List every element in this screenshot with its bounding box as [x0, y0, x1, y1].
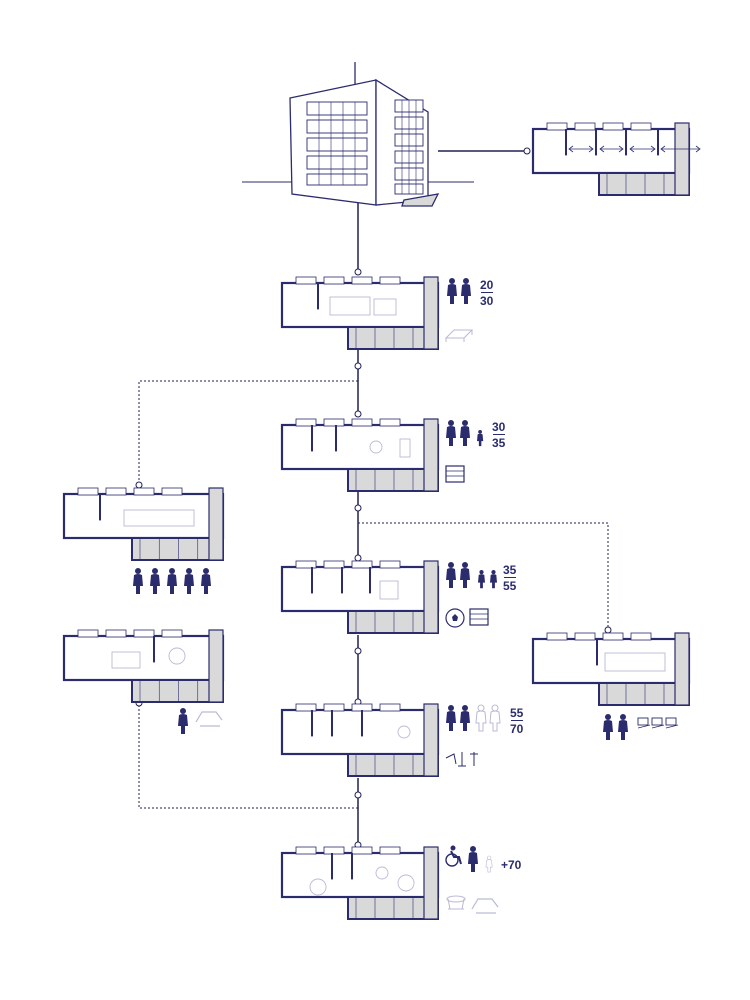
age-to: 35 [492, 436, 506, 450]
age-to: 55 [503, 579, 517, 593]
crib-icon [445, 465, 465, 483]
child-icon [478, 570, 485, 589]
age-from: 20 [480, 278, 494, 292]
age-value: +70 [501, 858, 522, 872]
couple-icon [447, 278, 457, 304]
lounge-chair-icon [195, 711, 223, 727]
age-label-stage3: 35 55 [503, 564, 516, 592]
drawer-icon [469, 608, 489, 626]
child-icon [490, 570, 497, 589]
bed-icon [444, 329, 474, 342]
football-icon [445, 608, 465, 628]
two-people-icon [603, 714, 613, 740]
elder-icon [475, 704, 487, 732]
elder-icon [485, 855, 493, 873]
stool-icon [446, 895, 466, 910]
plan-office [531, 632, 691, 706]
wheelchair-icon [445, 845, 462, 867]
age-label-stage2: 30 35 [492, 421, 505, 449]
couple-with-child-icon [460, 420, 470, 446]
two-people-icon [618, 714, 628, 740]
elder-icon [489, 704, 501, 732]
five-people-icon [167, 568, 177, 594]
plan-stage-couple [280, 276, 440, 350]
age-label-stage5: +70 [501, 859, 521, 871]
child-icon [477, 430, 484, 447]
age-from: 55 [510, 706, 524, 720]
five-people-icon [184, 568, 194, 594]
five-people-icon [150, 568, 160, 594]
plan-stage-family [280, 560, 440, 634]
family-with-elders-icon [460, 705, 470, 731]
plan-flexible-layout [531, 122, 701, 196]
five-people-icon [133, 568, 143, 594]
age-label-stage4: 55 70 [510, 707, 523, 735]
plan-stage-senior [280, 846, 440, 920]
age-label-stage1: 20 30 [480, 279, 493, 307]
age-from: 35 [503, 563, 517, 577]
age-to: 70 [510, 722, 524, 736]
floor-plans [62, 122, 701, 920]
rocking-chair-icon [471, 898, 499, 914]
family-icon [446, 562, 456, 588]
elderly-person-icon [468, 846, 478, 872]
family-with-elders-icon [446, 705, 456, 731]
plan-stage-young-family [280, 418, 440, 492]
five-people-icon [201, 568, 211, 594]
icons-layer [133, 278, 679, 914]
person-icon [178, 708, 188, 734]
couple-with-child-icon [446, 420, 456, 446]
couple-icon [461, 278, 471, 304]
age-to: 30 [480, 294, 494, 308]
plan-coworking [62, 487, 225, 561]
apartment-building-illustration [242, 62, 474, 207]
computer-desks-icon [637, 717, 679, 729]
family-icon [460, 562, 470, 588]
connectors [135, 147, 612, 849]
plan-single-adult [62, 629, 225, 703]
age-from: 30 [492, 420, 506, 434]
exercise-equipment-icon [445, 752, 478, 767]
plan-stage-elders [280, 703, 440, 777]
